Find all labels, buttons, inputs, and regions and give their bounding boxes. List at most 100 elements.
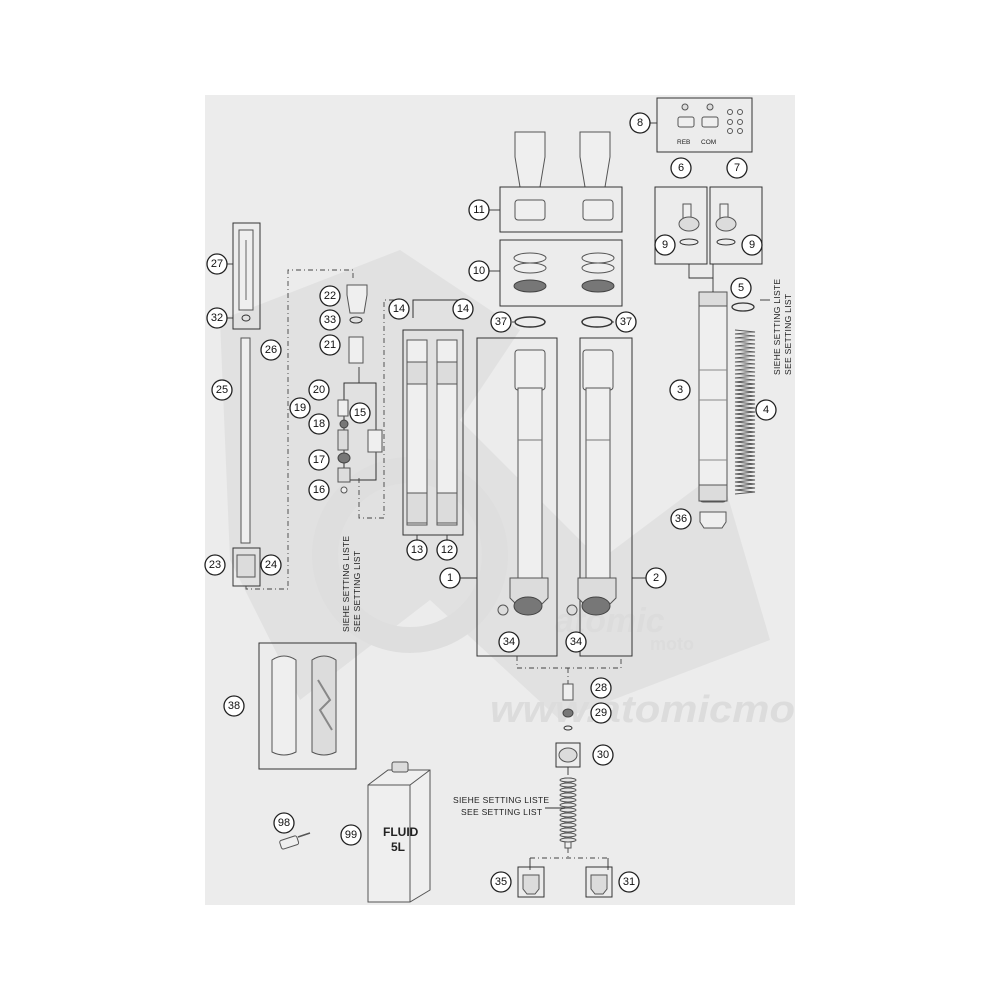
svg-text:36: 36 bbox=[675, 513, 687, 525]
svg-text:23: 23 bbox=[209, 559, 221, 571]
fork-leg-2 bbox=[566, 337, 633, 657]
spring-coil bbox=[734, 329, 756, 495]
svg-text:13: 13 bbox=[411, 544, 423, 556]
callout-33: 33 bbox=[319, 309, 341, 331]
clicker-label-reb: REB bbox=[677, 139, 690, 146]
callout-2: 2 bbox=[645, 567, 667, 589]
shim-washer bbox=[559, 782, 577, 788]
svg-text:14: 14 bbox=[457, 303, 469, 315]
svg-text:38: 38 bbox=[228, 700, 240, 712]
callout-30: 30 bbox=[592, 744, 614, 766]
fork-spring-4 bbox=[734, 329, 756, 495]
callout-26: 26 bbox=[260, 339, 282, 361]
left-tools bbox=[226, 222, 354, 590]
callout-18: 18 bbox=[308, 413, 330, 435]
svg-text:19: 19 bbox=[294, 402, 306, 414]
callout-8: 8 bbox=[629, 112, 651, 134]
svg-text:26: 26 bbox=[265, 344, 277, 356]
callout-4: 4 bbox=[755, 399, 777, 421]
shim-washer bbox=[559, 787, 577, 793]
watermark-brand-sub: moto bbox=[650, 634, 694, 654]
shim-washers bbox=[559, 777, 577, 843]
callout-31: 31 bbox=[618, 871, 640, 893]
callout-13: 13 bbox=[406, 539, 428, 561]
svg-text:35: 35 bbox=[495, 876, 507, 888]
cartridges bbox=[402, 299, 464, 540]
callout-22: 22 bbox=[319, 285, 341, 307]
fluid-can-label-2: 5L bbox=[391, 840, 405, 854]
svg-text:5: 5 bbox=[738, 282, 744, 294]
svg-text:9: 9 bbox=[749, 239, 755, 251]
svg-text:6: 6 bbox=[678, 162, 684, 174]
shim-washer bbox=[559, 792, 577, 798]
svg-text:18: 18 bbox=[313, 418, 325, 430]
clicker-kit: REB COM bbox=[650, 97, 753, 153]
svg-text:28: 28 bbox=[595, 682, 607, 694]
svg-text:34: 34 bbox=[503, 636, 515, 648]
callout-12: 12 bbox=[436, 539, 458, 561]
svg-text:9: 9 bbox=[662, 239, 668, 251]
callout-34-right: 34 bbox=[565, 631, 587, 653]
callout-24: 24 bbox=[260, 554, 282, 576]
shim-washer bbox=[559, 812, 577, 818]
shim-washer bbox=[559, 822, 577, 828]
svg-text:20: 20 bbox=[313, 384, 325, 396]
callout-19: 19 bbox=[289, 397, 311, 419]
svg-text:98: 98 bbox=[278, 817, 290, 829]
callout-27: 27 bbox=[206, 253, 228, 275]
fork-guards-38 bbox=[258, 642, 357, 770]
callout-9-left: 9 bbox=[654, 234, 676, 256]
valve-parts bbox=[337, 284, 394, 519]
callout-17: 17 bbox=[308, 449, 330, 471]
svg-text:4: 4 bbox=[763, 404, 769, 416]
svg-text:37: 37 bbox=[620, 316, 632, 328]
callout-37-left: 37 bbox=[490, 311, 512, 333]
note-left-de: SIEHE SETTING LISTE bbox=[341, 536, 351, 632]
callout-15: 15 bbox=[349, 402, 371, 424]
callout-6: 6 bbox=[670, 157, 692, 179]
svg-text:7: 7 bbox=[734, 162, 740, 174]
callout-28: 28 bbox=[590, 677, 612, 699]
dust-boots bbox=[514, 131, 611, 188]
callout-99: 99 bbox=[340, 824, 362, 846]
callout-1: 1 bbox=[439, 567, 461, 589]
outer-tube-3 bbox=[698, 291, 728, 503]
svg-text:32: 32 bbox=[211, 312, 223, 324]
callout-10: 10 bbox=[468, 260, 490, 282]
callout-16: 16 bbox=[308, 479, 330, 501]
shim-washer bbox=[559, 817, 577, 823]
callout-36: 36 bbox=[670, 508, 692, 530]
svg-text:11: 11 bbox=[473, 204, 484, 216]
svg-text:25: 25 bbox=[216, 384, 228, 396]
callout-11: 11 bbox=[468, 199, 490, 221]
svg-text:10: 10 bbox=[473, 265, 485, 277]
adjuster-nut-36 bbox=[699, 511, 727, 529]
callout-7: 7 bbox=[726, 157, 748, 179]
svg-text:16: 16 bbox=[313, 484, 325, 496]
fluid-can-label-1: FLUID bbox=[383, 825, 419, 839]
callout-3: 3 bbox=[669, 379, 691, 401]
note-left-en: SEE SETTING LIST bbox=[352, 551, 362, 632]
svg-text:12: 12 bbox=[441, 544, 453, 556]
svg-text:15: 15 bbox=[354, 407, 366, 419]
shim-washer bbox=[559, 802, 577, 808]
watermark-url: www.atomicmo bbox=[490, 689, 795, 731]
callout-14-right: 14 bbox=[452, 298, 474, 320]
note-right-de: SIEHE SETTING LISTE bbox=[772, 279, 782, 375]
shim-washer bbox=[559, 837, 577, 843]
shim-washer bbox=[559, 827, 577, 833]
callout-32: 32 bbox=[206, 307, 228, 329]
callout-37-right: 37 bbox=[615, 311, 637, 333]
shim-washer bbox=[559, 797, 577, 803]
svg-text:14: 14 bbox=[393, 303, 405, 315]
syringe-98 bbox=[279, 832, 311, 850]
svg-text:3: 3 bbox=[677, 384, 683, 396]
bushing-kit-10 bbox=[489, 239, 623, 307]
svg-text:33: 33 bbox=[324, 314, 336, 326]
callout-23: 23 bbox=[204, 554, 226, 576]
svg-text:2: 2 bbox=[653, 572, 659, 584]
ring-37-left bbox=[514, 316, 546, 328]
svg-text:37: 37 bbox=[495, 316, 507, 328]
seal-kit-11 bbox=[489, 186, 623, 233]
clicker-label-com: COM bbox=[701, 139, 716, 146]
